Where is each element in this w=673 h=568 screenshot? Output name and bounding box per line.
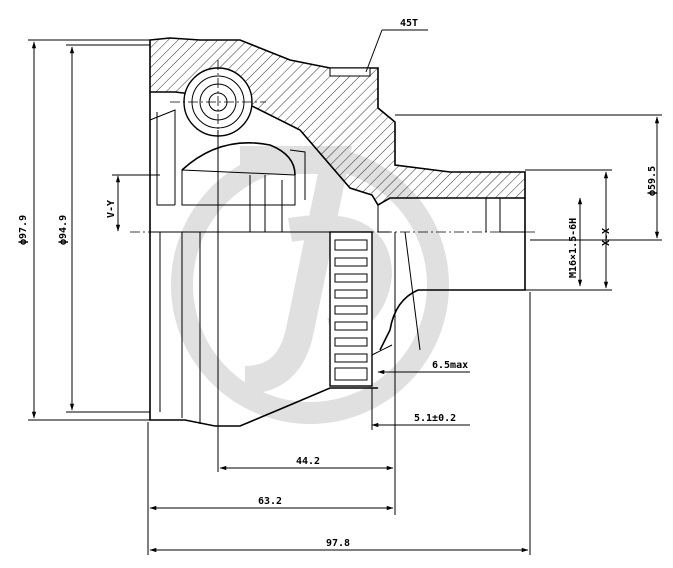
- label-thread-spec: M16×1.5-6H: [568, 218, 579, 278]
- label-65max: 6.5max: [432, 360, 468, 371]
- label-d979: ϕ97.9: [18, 215, 29, 245]
- abs-ring: [329, 231, 393, 387]
- label-axis-vy: V-Y: [106, 200, 117, 218]
- label-51: 5.1±0.2: [414, 413, 456, 424]
- leader-45t: [329, 29, 428, 77]
- label-978: 97.8: [326, 538, 350, 549]
- centerlines: [130, 231, 535, 351]
- dim-right: [395, 114, 662, 291]
- label-axis-xx: X-X: [601, 228, 612, 246]
- dim-small: [371, 369, 470, 430]
- dim-left: [28, 39, 160, 421]
- label-thread-count: 45T: [400, 18, 418, 29]
- label-632: 63.2: [258, 496, 282, 507]
- label-d949: ϕ94.9: [58, 215, 69, 245]
- shaft: [377, 198, 526, 351]
- label-442: 44.2: [296, 456, 320, 467]
- dim-bottom: [147, 130, 531, 555]
- ball-cage: [149, 109, 306, 232]
- label-d595: ϕ59.5: [647, 166, 658, 196]
